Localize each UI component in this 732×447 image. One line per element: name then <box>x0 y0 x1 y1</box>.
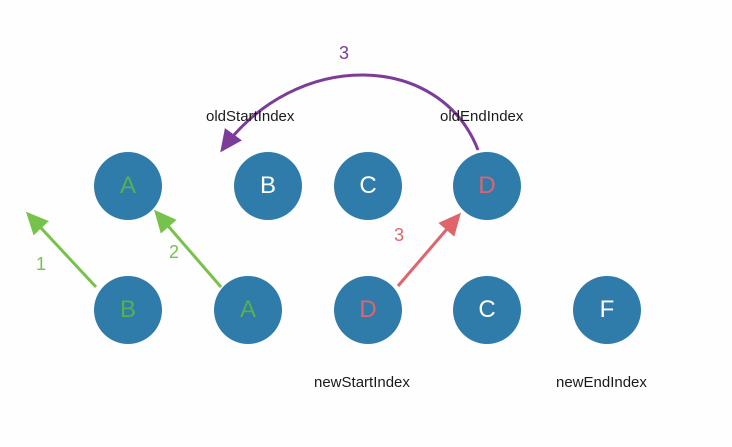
label-old-start-index: oldStartIndex <box>206 108 295 125</box>
new-node-F: F <box>573 276 641 344</box>
arrow-1-label: 1 <box>36 254 47 274</box>
old-node-A: A <box>94 152 162 220</box>
new-node-F-letter: F <box>599 296 615 323</box>
new-node-D-letter: D <box>359 296 377 323</box>
new-node-B-letter: B <box>119 296 136 323</box>
new-node-A-letter: A <box>239 296 256 323</box>
new-node-C-letter: C <box>478 296 496 323</box>
new-node-A: A <box>214 276 282 344</box>
label-new-end-index: newEndIndex <box>556 374 647 391</box>
old-node-D-letter: D <box>478 172 496 199</box>
old-node-D: D <box>453 152 521 220</box>
arrow-3-purple-label: 3 <box>339 43 350 63</box>
arrow-3-newD-to-oldD <box>396 212 461 287</box>
arrow-3-red-label: 3 <box>394 225 405 245</box>
arrow-2-label: 2 <box>169 242 180 262</box>
old-node-B-letter: B <box>259 172 276 199</box>
old-node-C: C <box>334 152 402 220</box>
new-node-B: B <box>94 276 162 344</box>
new-node-C: C <box>453 276 521 344</box>
old-node-C-letter: C <box>359 172 377 199</box>
old-node-B: B <box>234 152 302 220</box>
label-new-start-index: newStartIndex <box>314 374 410 391</box>
arrow-1-newB-upleft <box>25 211 98 289</box>
label-old-end-index: oldEndIndex <box>440 108 524 125</box>
old-node-A-letter: A <box>119 172 136 199</box>
arrow-2-newA-to-oldA <box>154 209 223 288</box>
new-node-D: D <box>334 276 402 344</box>
